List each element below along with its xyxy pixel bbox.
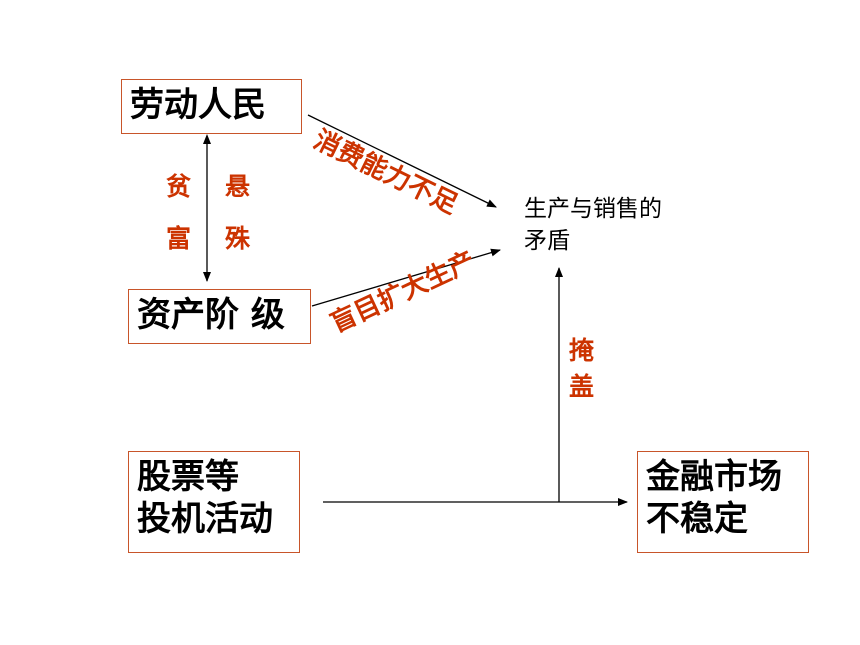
- box-capitalists: 资产阶 级: [128, 289, 311, 344]
- label-cover-2: 盖: [569, 372, 595, 401]
- contradiction-line2: 矛盾: [524, 228, 570, 254]
- box-speculation-line2: 投机活动: [137, 499, 273, 539]
- label-gap-right-1: 悬: [225, 172, 251, 201]
- contradiction-line1: 生产与销售的: [524, 196, 662, 222]
- arrow-laborers-to-contradiction: [307, 114, 497, 208]
- contradiction-text: 生产与销售的 矛盾: [524, 193, 662, 257]
- label-gap-left-2: 富: [166, 224, 192, 253]
- arrow-capitalists-to-contradiction: [311, 248, 501, 307]
- box-capitalists-text: 资产阶 级: [137, 295, 285, 335]
- box-speculation: 股票等 投机活动: [128, 451, 300, 553]
- label-cover-1: 掩: [569, 336, 595, 365]
- box-financial-instability: 金融市场 不稳定: [637, 451, 809, 553]
- box-laborers: 劳动人民: [121, 79, 302, 134]
- label-gap-left-1: 贫: [166, 172, 192, 201]
- box-laborers-text: 劳动人民: [130, 85, 266, 125]
- label-gap-right-2: 殊: [225, 224, 251, 253]
- box-financial-line1: 金融市场: [646, 457, 782, 497]
- box-speculation-line1: 股票等: [137, 457, 239, 497]
- box-financial-line2: 不稳定: [646, 499, 748, 539]
